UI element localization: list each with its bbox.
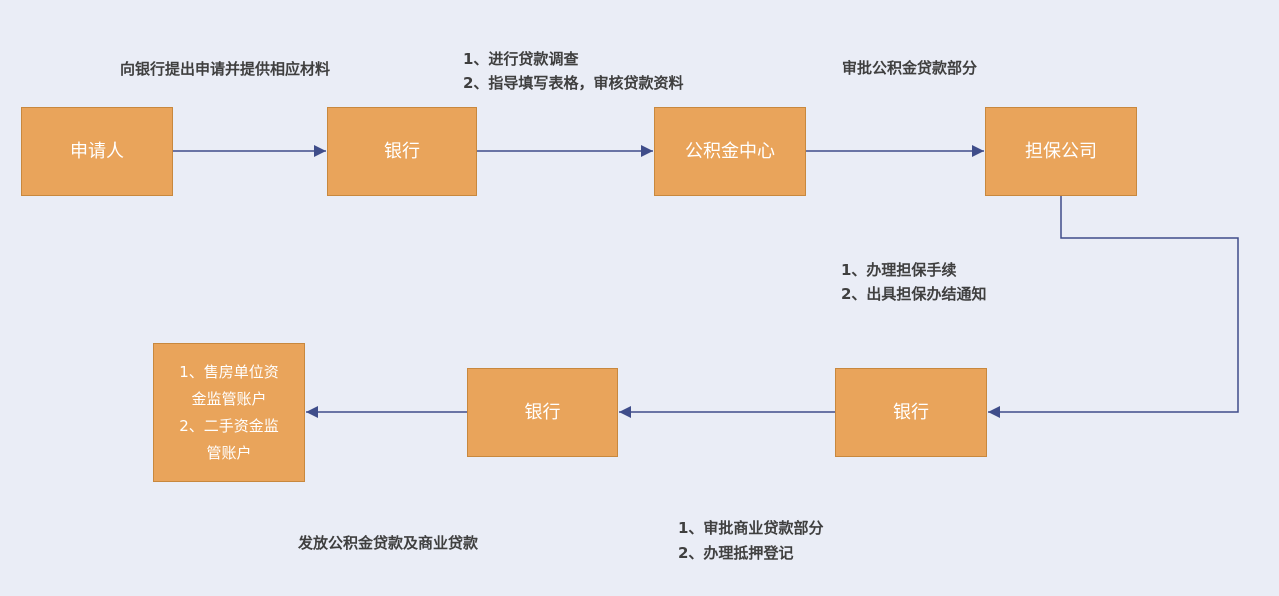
node-fund-center: 公积金中心 [654, 107, 806, 196]
connector-guarantee-to-bank-bottom [988, 196, 1239, 418]
node-bank-top: 银行 [327, 107, 477, 196]
node-bank-bottom-middle: 银行 [467, 368, 618, 457]
label-step-apply: 向银行提出申请并提供相应材料 [120, 60, 331, 78]
node-bank-bottom-middle-label: 银行 [524, 401, 561, 423]
label-step-guarantee: 1、办理担保手续 2、出具担保办结通知 [841, 261, 987, 303]
node-fund-center-label: 公积金中心 [685, 140, 775, 162]
label-step-investigate: 1、进行贷款调查 2、指导填写表格，审核贷款资料 [463, 50, 684, 92]
node-supervision-accounts-label: 1、售房单位资 金监管账户 2、二手资金监 管账户 [179, 362, 279, 462]
label-step-issue-loan: 发放公积金贷款及商业贷款 [298, 534, 479, 552]
node-bank-bottom-right-label: 银行 [893, 401, 929, 423]
node-bank-bottom-right: 银行 [835, 368, 987, 457]
label-step-approve-commercial: 1、审批商业贷款部分 2、办理抵押登记 [678, 519, 824, 562]
label-step-approve-fund: 审批公积金贷款部分 [842, 59, 978, 77]
node-guarantee-company-label: 担保公司 [1025, 140, 1097, 162]
node-applicant-label: 申请人 [70, 140, 124, 162]
node-supervision-accounts: 1、售房单位资 金监管账户 2、二手资金监 管账户 [153, 343, 305, 482]
node-guarantee-company: 担保公司 [985, 107, 1137, 196]
node-applicant: 申请人 [21, 107, 173, 196]
node-bank-top-label: 银行 [384, 140, 420, 162]
